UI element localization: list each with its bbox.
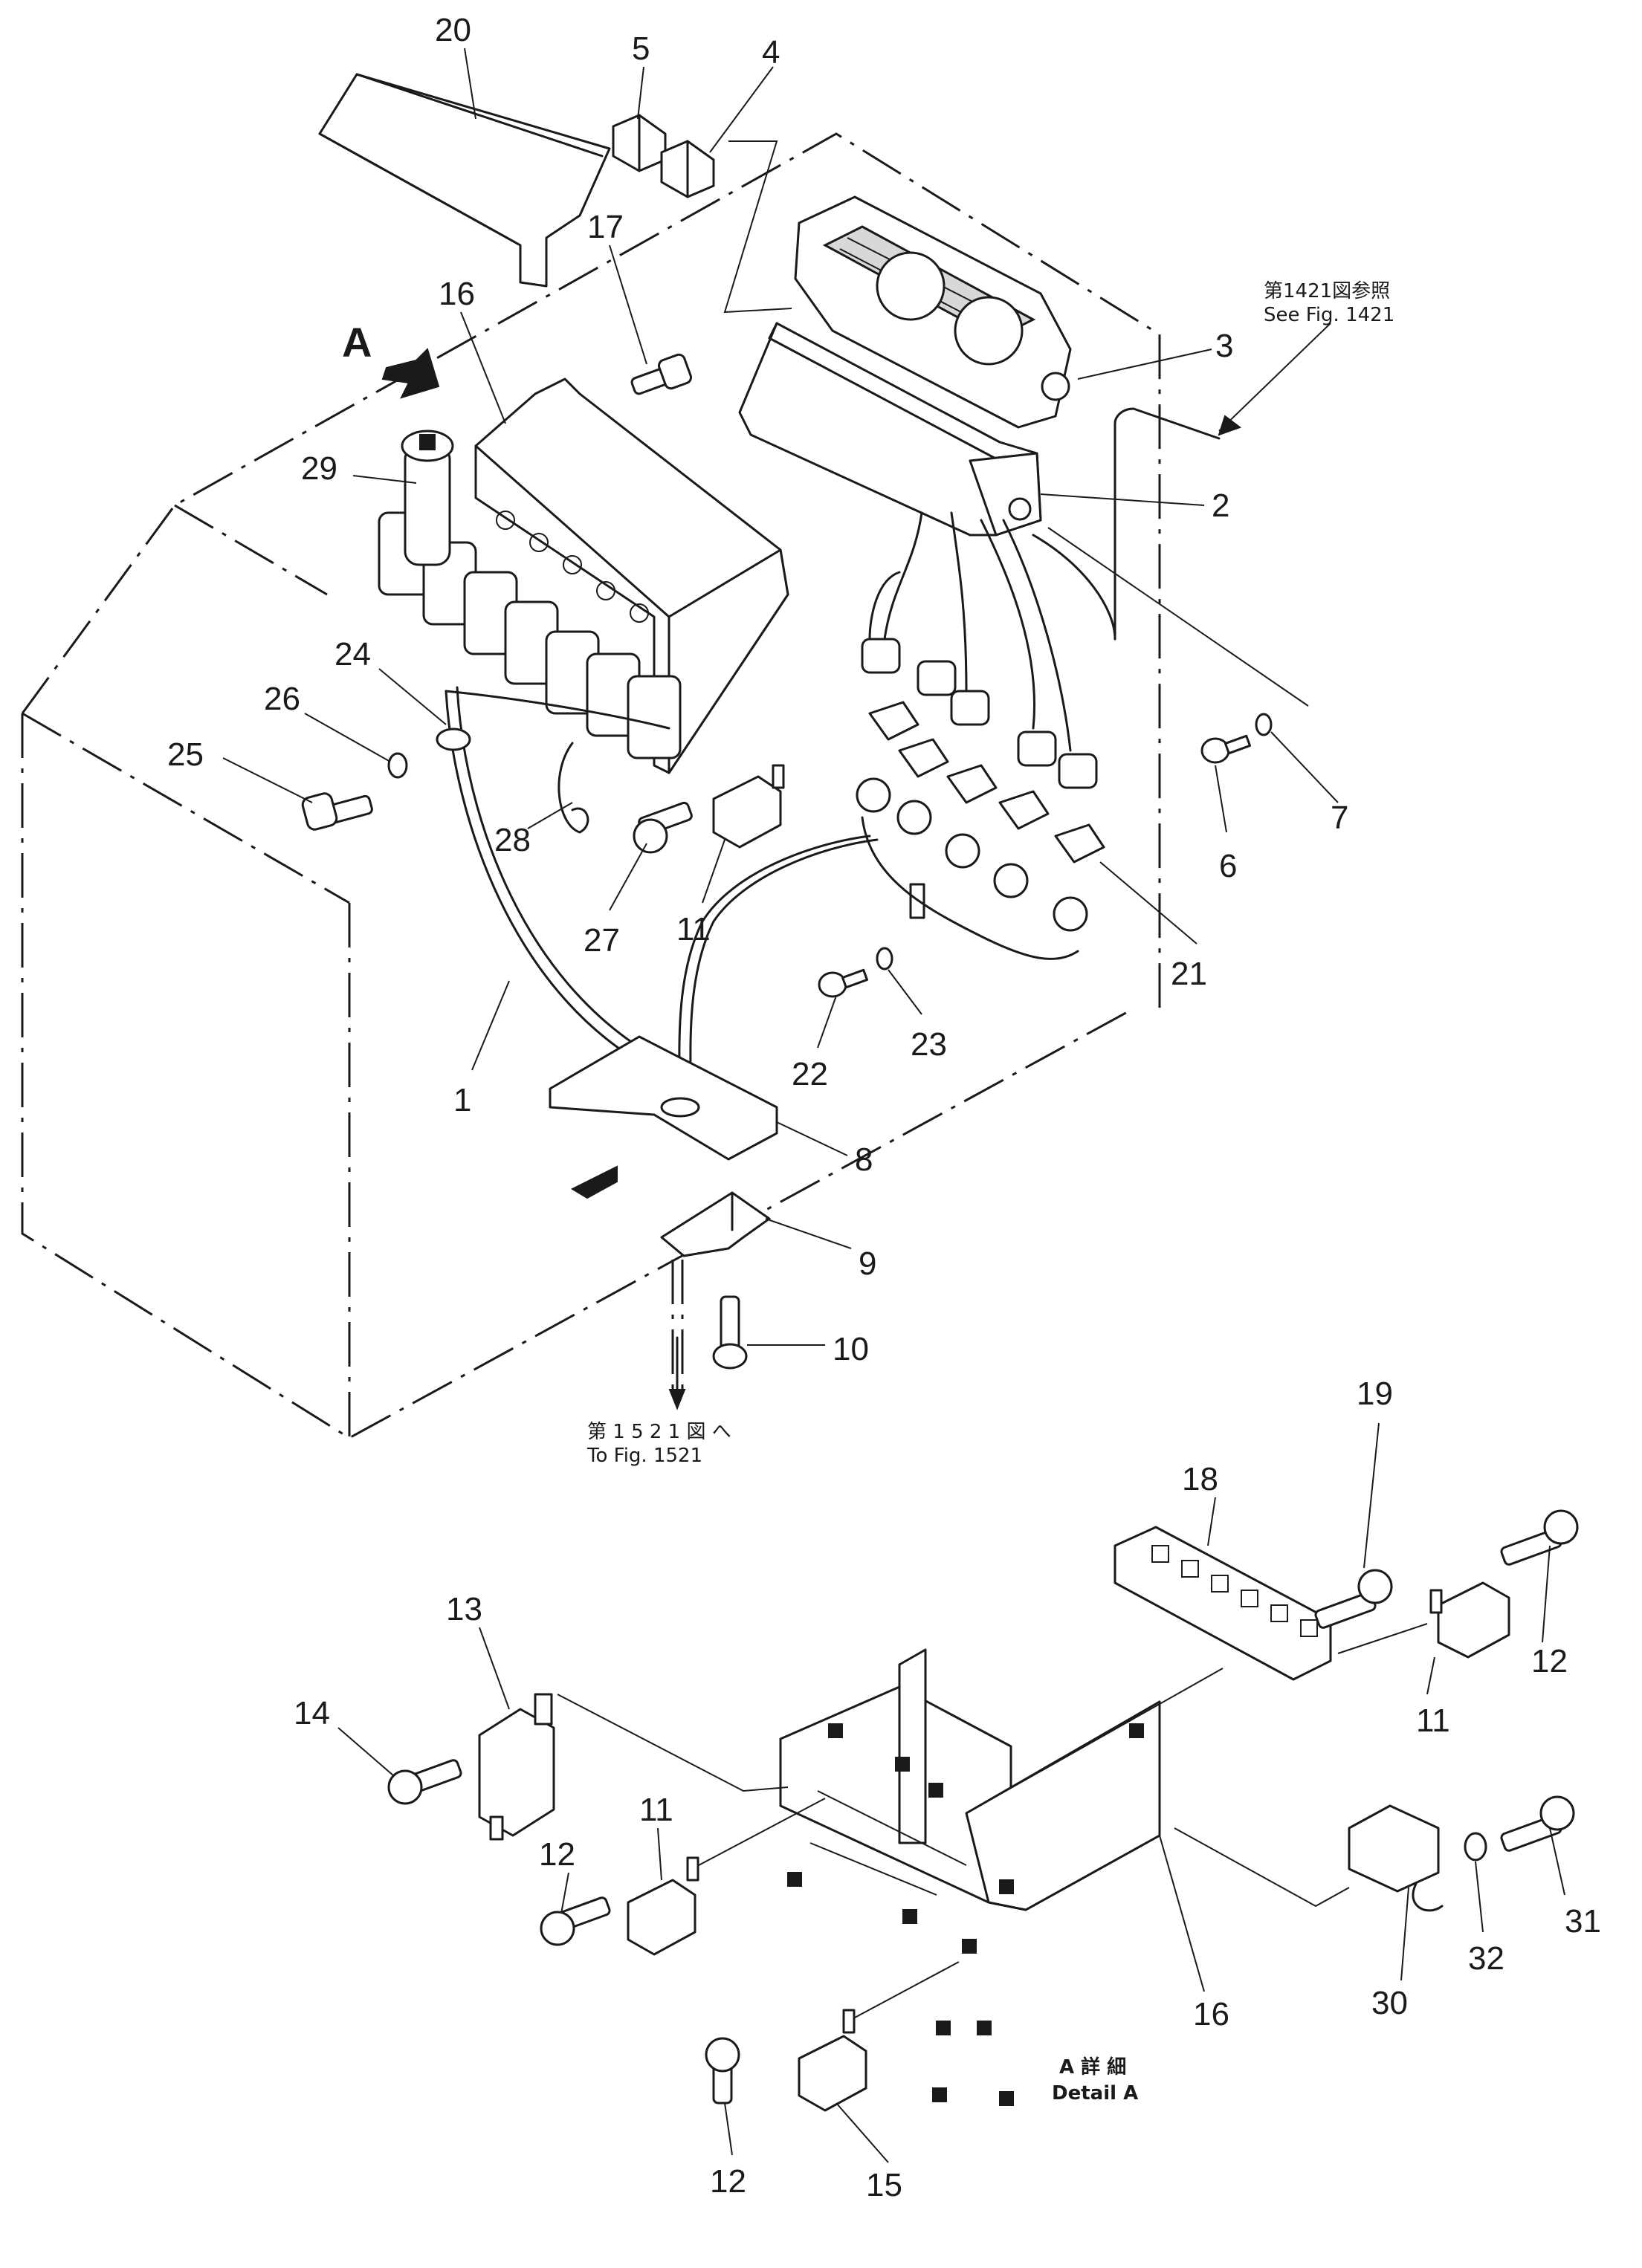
callout-numbers: 20 5 4 17 16 3 2 29 24 26 25 28 27 11 6 …	[167, 12, 1601, 2203]
part-12-bolt-a	[1500, 1509, 1579, 1566]
harness-to-fig1521	[668, 1260, 686, 1410]
callout-13: 13	[446, 1591, 482, 1627]
leader-18-to-bracket	[966, 1668, 1224, 1814]
part-31-bolt	[1500, 1795, 1575, 1852]
connectors-lower	[856, 777, 1088, 932]
part-13-flasher	[478, 1693, 555, 1841]
part-29-key-switch	[401, 430, 454, 566]
callout-31: 31	[1565, 1903, 1601, 1940]
callout-14: 14	[294, 1695, 330, 1731]
callout-2: 2	[1212, 487, 1229, 524]
part-20-cover	[318, 73, 611, 288]
callout-21: 21	[1171, 956, 1207, 992]
callout-17: 17	[587, 209, 624, 245]
part-28-wire	[557, 742, 589, 834]
lower-harness	[861, 816, 1079, 960]
panel-cables	[868, 407, 1221, 752]
callout-18: 18	[1182, 1461, 1218, 1497]
leader-15-to-bracket	[854, 1961, 960, 2018]
view-a-label: A	[342, 319, 372, 366]
part-11-relay-b	[1429, 1581, 1510, 1659]
part-18-terminal-strip	[1113, 1526, 1332, 1681]
callout-16-lower: 16	[1193, 1996, 1229, 2032]
callout-12-left: 12	[539, 1836, 575, 1873]
callout-20: 20	[435, 12, 471, 48]
part-25-bolt	[301, 792, 373, 831]
part-11-relay-c	[627, 1856, 699, 1956]
callout-22: 22	[792, 1056, 828, 1092]
part-2-monitor-panel	[738, 322, 1042, 537]
part-5-switch	[612, 114, 667, 172]
part-17-bolt	[630, 353, 693, 395]
part-22-screw	[818, 968, 868, 998]
part-26-washer	[387, 752, 408, 779]
callout-29: 29	[301, 450, 337, 487]
callout-1: 1	[453, 1082, 471, 1118]
part-7-washer	[1255, 713, 1273, 736]
callout-16-upper: 16	[439, 276, 475, 312]
part-23-washer	[876, 947, 893, 971]
leader-13-to-bracket	[557, 1694, 789, 1792]
part-19-bolt	[1314, 1569, 1393, 1629]
callout-6: 6	[1219, 848, 1237, 884]
callout-25: 25	[167, 736, 204, 773]
leader-30-to-bracket	[1174, 1827, 1350, 1908]
callout-30: 30	[1371, 1985, 1408, 2021]
part-11-relay-upper	[712, 764, 785, 849]
part-12-bolt-b	[540, 1896, 611, 1946]
part-4-switch	[660, 140, 715, 198]
callout-12-right: 12	[1531, 1643, 1568, 1679]
part-24-clip	[436, 728, 471, 751]
part-14-bolt	[387, 1759, 462, 1805]
part-8-plate	[549, 1035, 778, 1199]
callout-32: 32	[1468, 1940, 1504, 1977]
fig1421-reference-en: See Fig. 1421	[1264, 304, 1394, 326]
part-27-bolt	[633, 801, 693, 854]
part-21-clips	[868, 701, 1105, 864]
callout-12-bottom: 12	[710, 2163, 746, 2200]
callout-15: 15	[866, 2167, 902, 2203]
callout-5: 5	[632, 30, 650, 67]
callout-7: 7	[1331, 800, 1348, 836]
leader-4-to-3	[723, 140, 792, 314]
part-16-relay-bracket	[474, 378, 789, 774]
fig1421-reference-jp: 第1421図参照	[1264, 280, 1390, 302]
callout-26: 26	[264, 681, 300, 717]
callout-8: 8	[855, 1141, 873, 1178]
callout-27: 27	[584, 922, 620, 959]
detail-a-label-en: Detail A	[1052, 2082, 1138, 2105]
part-6-screw	[1200, 734, 1251, 764]
connectors-upper	[861, 638, 1098, 789]
callout-4: 4	[762, 34, 780, 71]
callout-11-right: 11	[1416, 1702, 1450, 1739]
callout-28: 28	[494, 822, 531, 858]
part-3-monitor-panel	[794, 195, 1072, 429]
part-9-plate	[660, 1191, 771, 1257]
part-30-buzzer	[1348, 1804, 1444, 1912]
callout-23: 23	[911, 1026, 947, 1063]
fig1521-reference-jp: 第 1 5 2 1 図 へ	[587, 1421, 731, 1443]
detail-a-bracket	[779, 1648, 1161, 2106]
fig1521-reference-en: To Fig. 1521	[586, 1445, 702, 1467]
callout-19: 19	[1357, 1376, 1393, 1412]
callout-11-upper: 11	[676, 911, 711, 947]
fig1421-arrow-head	[1218, 415, 1242, 436]
part-15-relay	[798, 2009, 867, 2112]
callout-3: 3	[1215, 328, 1233, 364]
callout-10: 10	[833, 1331, 869, 1367]
view-a-arrow	[381, 348, 440, 399]
part-10-bolt	[712, 1295, 748, 1370]
leader-11-to-strip	[1337, 1623, 1428, 1654]
leader-11-to-bracket	[698, 1798, 826, 1866]
leader-lines	[222, 48, 1565, 2163]
callout-9: 9	[859, 1245, 876, 1282]
callout-24: 24	[334, 636, 371, 673]
callout-11-left: 11	[639, 1792, 673, 1828]
detail-a-label-jp: A 詳 細	[1059, 2055, 1126, 2079]
part-32-washer	[1464, 1832, 1487, 1862]
part-12-bolt-c	[705, 2037, 740, 2105]
